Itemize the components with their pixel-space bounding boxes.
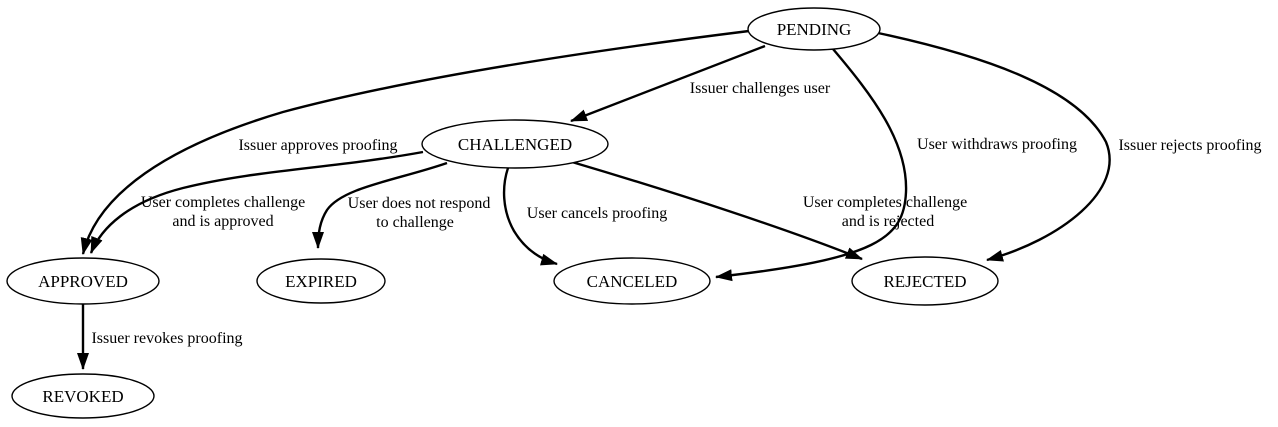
node-revoked: REVOKED — [11, 373, 155, 419]
node-expired-shape — [256, 258, 386, 304]
node-rejected-label: REJECTED — [883, 272, 966, 291]
edge-label-pending-rejected: Issuer rejects proofing — [1118, 137, 1261, 154]
node-pending: PENDING — [747, 7, 881, 51]
node-canceled-shape — [553, 257, 711, 305]
nodes-layer: PENDING CHALLENGED APPROVED EXPIRED CANC… — [6, 7, 999, 419]
edge-label-challenged-approved-line1: User completes challenge — [141, 194, 305, 211]
edge-challenged-expired — [312, 161, 448, 249]
edge-label-approved-revoked: Issuer revokes proofing — [91, 330, 242, 347]
edge-pending-challenged — [570, 44, 766, 123]
node-rejected-shape — [851, 256, 999, 306]
node-canceled: CANCELED — [553, 257, 711, 305]
edges-layer: Issuer challenges user Issuer approves p… — [77, 29, 1262, 370]
node-challenged-shape — [421, 119, 609, 169]
node-approved-shape — [6, 257, 160, 305]
edge-label-pending-challenged: Issuer challenges user — [690, 80, 831, 97]
node-revoked-label: REVOKED — [42, 387, 123, 406]
edge-pending-approved — [80, 29, 750, 255]
edge-pending-rejected — [877, 31, 1111, 262]
node-pending-label: PENDING — [777, 20, 852, 39]
edge-label-challenged-rejected-line2: and is rejected — [842, 213, 934, 230]
node-approved-label: APPROVED — [38, 272, 128, 291]
edge-challenged-rejected — [571, 160, 863, 261]
node-expired-label: EXPIRED — [285, 272, 357, 291]
node-pending-shape — [747, 7, 881, 51]
node-challenged: CHALLENGED — [421, 119, 609, 169]
edge-label-challenged-expired-line2: to challenge — [376, 214, 454, 231]
edge-label-challenged-canceled: User cancels proofing — [527, 205, 667, 222]
edge-challenged-canceled — [502, 167, 558, 266]
node-challenged-label: CHALLENGED — [458, 135, 572, 154]
node-approved: APPROVED — [6, 257, 160, 305]
edge-label-challenged-approved-line2: and is approved — [172, 213, 273, 230]
node-expired: EXPIRED — [256, 258, 386, 304]
edge-label-pending-approved: Issuer approves proofing — [238, 137, 397, 154]
node-rejected: REJECTED — [851, 256, 999, 306]
edge-pending-canceled — [715, 48, 908, 282]
node-revoked-shape — [11, 373, 155, 419]
edge-challenged-approved — [89, 150, 424, 254]
edge-label-challenged-expired-line1: User does not respond — [348, 195, 491, 212]
node-canceled-label: CANCELED — [587, 272, 678, 291]
edge-label-challenged-rejected-line1: User completes challenge — [803, 194, 967, 211]
edge-label-pending-canceled: User withdraws proofing — [917, 136, 1077, 153]
